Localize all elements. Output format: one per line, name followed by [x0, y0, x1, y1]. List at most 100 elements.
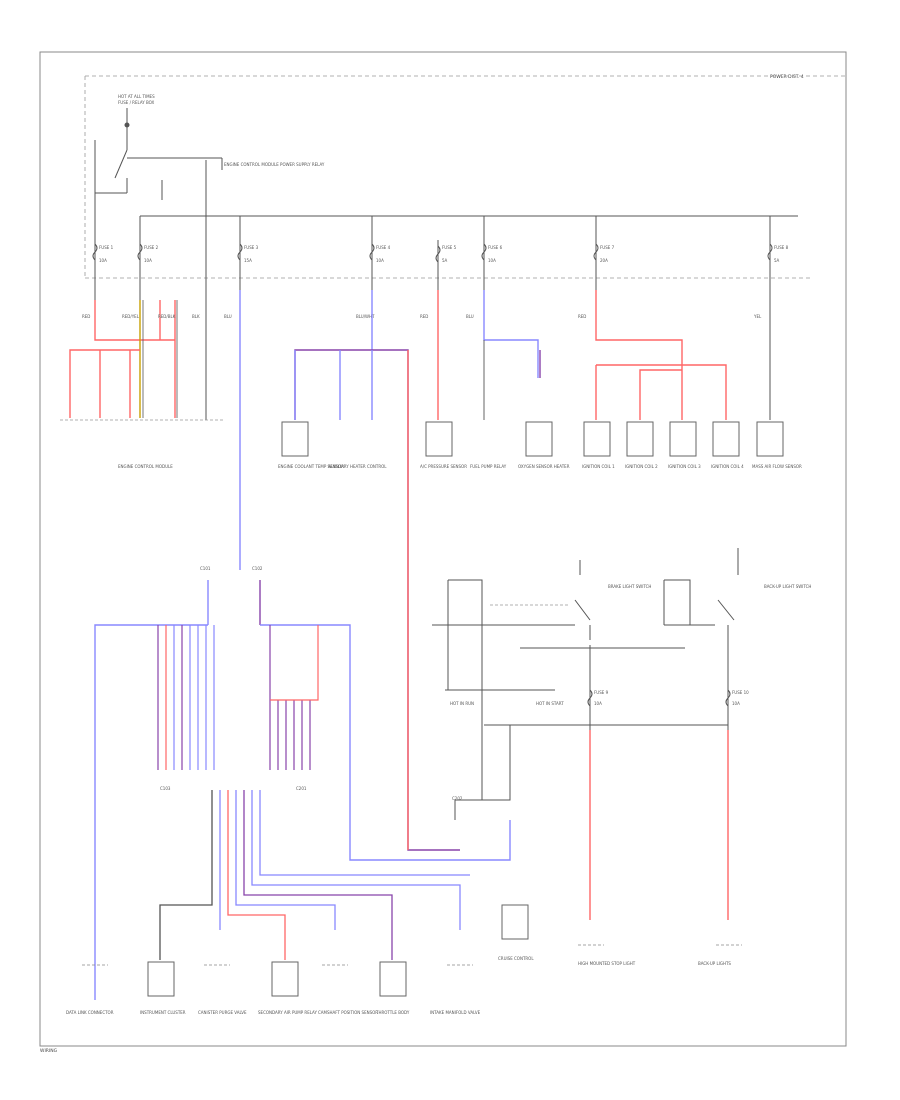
section-hot: HOT AT ALL TIMES — [118, 94, 155, 99]
connector-box — [756, 421, 784, 457]
fuse-label: FUSE 3 — [244, 245, 259, 250]
wire-color-label: RED — [578, 314, 586, 319]
component-label: ENGINE COOLANT TEMP SENSOR — [278, 464, 344, 469]
fuse-amps: 20A — [600, 258, 608, 263]
component-label: INTAKE MANIFOLD VALVE — [430, 1010, 481, 1015]
fuse-box-outline — [84, 75, 845, 279]
sheet-ref: POWER DIST. 4 — [770, 74, 804, 80]
fuse-row — [92, 216, 773, 300]
fuse-amps: 10A — [376, 258, 384, 263]
fuse-label: FUSE 2 — [144, 245, 159, 250]
connector-box — [525, 421, 553, 457]
connector-box — [712, 421, 740, 457]
wire-color-label: BLK — [192, 314, 200, 319]
component-label: IGNITION COIL 2 — [625, 464, 658, 469]
fuse-label: FUSE 1 — [99, 245, 114, 250]
light-feed-wires — [589, 730, 729, 920]
component-label: CAMSHAFT POSITION SENSOR — [318, 1010, 378, 1015]
fuse-label: FUSE 8 — [774, 245, 789, 250]
splice-wires — [94, 580, 511, 1000]
component-label: INSTRUMENT CLUSTER — [140, 1010, 186, 1015]
connector-label: C101 — [200, 566, 211, 571]
wire-color-label: BLU — [466, 314, 474, 319]
component-label: FUEL PUMP RELAY — [470, 464, 507, 469]
fuse-amps: 10A — [99, 258, 107, 263]
fuse — [369, 216, 375, 290]
connector-box — [669, 421, 697, 457]
fuse-label: FUSE 6 — [488, 245, 503, 250]
connector-box — [626, 421, 654, 457]
harness-bundle-right — [269, 625, 319, 770]
ecm-power-relay — [94, 108, 223, 420]
fuse-label: FUSE 7 — [600, 245, 615, 250]
wire-color-label: YEL — [753, 314, 762, 319]
component-label: ENGINE CONTROL MODULE — [118, 464, 173, 469]
switch-section — [432, 548, 739, 820]
sheet-footer: WIRING — [40, 1048, 58, 1054]
component-label: CRUISE CONTROL — [498, 956, 534, 961]
fuse-amps: 10A — [488, 258, 496, 263]
connector-label: C102 — [252, 566, 263, 571]
component-label: A/C PRESSURE SENSOR — [420, 464, 467, 469]
component-label: IGNITION COIL 1 — [582, 464, 615, 469]
fuse-amps: 10A — [594, 701, 602, 706]
connector-box — [281, 421, 309, 457]
fuse — [137, 216, 143, 300]
fuse — [725, 670, 731, 730]
fuel-pump-wires — [483, 290, 541, 420]
component-label: AUXILIARY HEATER CONTROL — [328, 464, 387, 469]
fuse-label: FUSE 4 — [376, 245, 391, 250]
wire-color-label: BLU — [224, 314, 232, 319]
fuse — [92, 230, 98, 300]
connector-box — [583, 421, 611, 457]
bottom-components — [147, 904, 529, 997]
component-label: IGNITION COIL 3 — [668, 464, 701, 469]
connector-label: C103 — [160, 786, 171, 791]
harness-bundle-left — [157, 625, 215, 770]
ignition-coil-wires — [595, 290, 727, 420]
switch-label: BRAKE LIGHT SWITCH — [608, 584, 651, 589]
fuse-amps: 5A — [774, 258, 780, 263]
component-label: OXYGEN SENSOR HEATER — [518, 464, 570, 469]
fuse — [593, 216, 599, 290]
fuse — [587, 645, 593, 730]
fuse-label: FUSE 5 — [442, 245, 457, 250]
component-label: THROTTLE BODY — [375, 1010, 410, 1015]
section-start: HOT IN START — [536, 701, 564, 706]
connector-label: C202 — [452, 796, 463, 801]
fuse — [767, 216, 773, 290]
lower-fuses — [587, 645, 731, 730]
lower-fanout-wires — [159, 790, 470, 960]
connector-label: C201 — [296, 786, 307, 791]
fuse — [481, 216, 487, 290]
component-label: HIGH MOUNTED STOP LIGHT — [578, 961, 636, 966]
page-border — [39, 51, 847, 1047]
fuse-amps: 15A — [244, 258, 252, 263]
component-label: IGNITION COIL 4 — [711, 464, 744, 469]
wire-color-label: RED — [420, 314, 428, 319]
wire-color-label: RED/YEL — [122, 314, 140, 319]
wire-color-label: RED/BLK — [158, 314, 176, 319]
wire-color-labels-top: RED RED/YEL RED/BLK BLK BLU BLU/WHT RED … — [82, 314, 762, 319]
fuse — [435, 240, 441, 290]
fuse-amps: 5A — [442, 258, 448, 263]
wire-color-label: BLU/WHT — [356, 314, 375, 319]
wire-color-label: RED — [82, 314, 90, 319]
connector-box — [425, 421, 453, 457]
sensor-feed-wires — [294, 290, 460, 851]
fuse-amps: 10A — [144, 258, 152, 263]
fuse — [237, 216, 243, 290]
ecm-feed-wires — [69, 300, 178, 418]
component-label: SECONDARY AIR PUMP RELAY — [258, 1010, 317, 1015]
component-label: BACK-UP LIGHTS — [698, 961, 731, 966]
fuse-amps: 10A — [732, 701, 740, 706]
component-label: DATA LINK CONNECTOR — [66, 1010, 114, 1015]
component-label: CANISTER PURGE VALVE — [198, 1010, 247, 1015]
fuse-label: FUSE 9 — [594, 690, 609, 695]
relay-label: ENGINE CONTROL MODULE POWER SUPPLY RELAY — [224, 162, 325, 167]
section-run: HOT IN RUN — [450, 701, 474, 706]
fuse-label: FUSE 10 — [732, 690, 749, 695]
relay-fuse-box-label: FUSE / RELAY BOX — [118, 100, 155, 105]
switch-label: BACK-UP LIGHT SWITCH — [764, 584, 811, 589]
